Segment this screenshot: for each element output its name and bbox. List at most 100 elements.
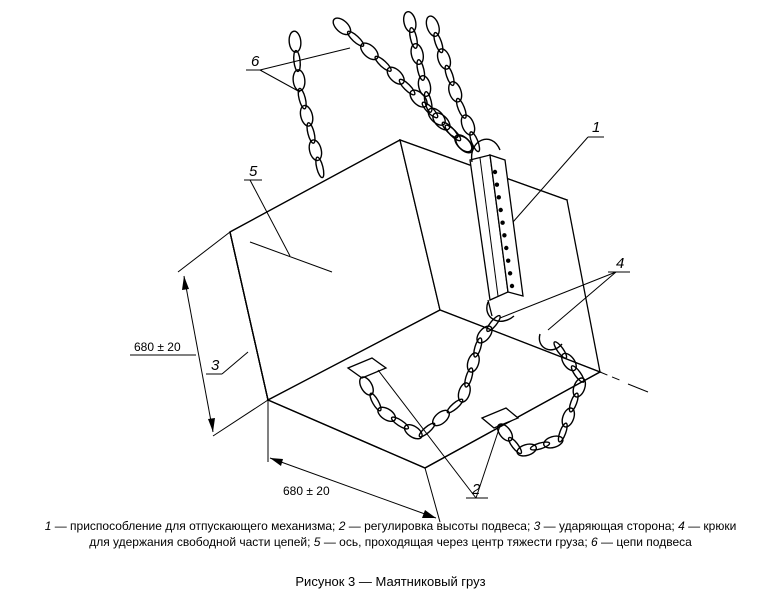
- chain-link: [457, 382, 471, 403]
- chain-link: [496, 423, 514, 442]
- legend-text: — регулировка высоты подвеса;: [345, 519, 534, 533]
- callout-5-leader: [249, 179, 291, 257]
- chain-link: [315, 156, 325, 179]
- chain-link: [464, 367, 474, 388]
- callout-3: 3: [211, 357, 220, 374]
- chain-link: [448, 80, 463, 103]
- bracket-hole: [506, 258, 511, 263]
- callout-6-leader-b: [259, 47, 351, 71]
- callout-4-leader-a: [499, 271, 617, 319]
- chain-link: [436, 48, 452, 70]
- callout-2-leader-a: [377, 369, 477, 499]
- bracket-hole: [494, 182, 500, 187]
- height-adjust-slot-right: [480, 407, 520, 429]
- chain-link: [432, 112, 451, 131]
- chain-link: [460, 114, 476, 136]
- gravity-axis-ext2: [627, 383, 649, 393]
- legend-line: 1 — приспособление для отпускающего меха…: [0, 518, 781, 534]
- bracket-hole: [492, 169, 498, 175]
- chain-link: [297, 87, 307, 110]
- chain-link: [292, 69, 306, 92]
- legend-number: 6: [591, 535, 598, 549]
- chain-link: [433, 31, 444, 54]
- chain-link: [516, 443, 538, 457]
- chain-link: [299, 104, 314, 127]
- callout-2: 2: [471, 481, 481, 498]
- chain-link: [561, 407, 576, 428]
- chain-link: [417, 74, 432, 98]
- chain-link: [390, 416, 410, 430]
- figure-title: Рисунок 3 — Маятниковый груз: [295, 574, 486, 589]
- legend-line: для удержания свободной части цепей; 5 —…: [0, 534, 781, 550]
- chain-link: [288, 30, 302, 53]
- chain-hook-right: [538, 333, 563, 351]
- chain-link: [568, 392, 579, 413]
- callout-1: 1: [592, 119, 600, 136]
- chain-link: [410, 42, 425, 66]
- chain-left: [288, 30, 325, 179]
- chain-link: [416, 59, 426, 81]
- chain-link: [570, 365, 585, 383]
- chain-link: [306, 122, 316, 144]
- chain-link: [359, 376, 374, 396]
- callout-3-leader: [221, 351, 249, 375]
- legend-text: — ось, проходящая через центр тяжести гр…: [320, 535, 591, 549]
- chain-link: [360, 42, 379, 61]
- chain-link: [308, 139, 323, 162]
- bracket-hole: [498, 207, 503, 213]
- bracket-hole: [502, 233, 507, 238]
- chain-link: [557, 422, 568, 443]
- callout-6-leader-a: [259, 69, 301, 93]
- legend-number: 1: [44, 519, 52, 533]
- chain-link: [427, 107, 446, 126]
- box-edge-bottom-left: [267, 399, 426, 469]
- legend-text: для удержания свободной части цепей;: [89, 535, 314, 549]
- bracket-hole: [504, 245, 509, 251]
- chain-free-a: [359, 314, 501, 440]
- legend-number: 4: [678, 519, 685, 533]
- bracket-hole: [496, 195, 501, 200]
- chain-link: [529, 441, 551, 451]
- chain-link: [408, 27, 419, 49]
- suspension-chains: [288, 10, 587, 457]
- callout-1-leader: [512, 136, 589, 223]
- chain-link: [386, 66, 405, 85]
- width-dimension-label: 680 ± 20: [283, 484, 330, 498]
- chain-link: [402, 10, 417, 34]
- chain-link: [374, 55, 392, 72]
- figure-legend: 1 — приспособление для отпускающего меха…: [0, 518, 781, 550]
- chain-link: [444, 64, 455, 87]
- chain-link: [486, 314, 501, 333]
- chain-link: [476, 325, 493, 344]
- callout-5: 5: [249, 163, 258, 180]
- chain-link: [469, 131, 481, 153]
- chain-link: [454, 134, 473, 153]
- gravity-axis-ext: [599, 371, 623, 382]
- callout-4-leader-b: [547, 271, 617, 331]
- chain-link: [446, 398, 464, 414]
- legend-text: — ударяющая сторона;: [540, 519, 679, 533]
- legend-text: — крюки: [684, 519, 737, 533]
- chain-link: [369, 392, 382, 412]
- legend-number: 5: [313, 535, 321, 549]
- bracket-hole: [509, 283, 515, 289]
- height-dimension-label: 680 ± 20: [134, 340, 181, 354]
- legend-text: — цепи подвеса: [597, 535, 692, 549]
- callout-2-leader-b: [475, 425, 501, 499]
- chain-free-b: [496, 341, 587, 457]
- chain-link: [425, 15, 440, 38]
- legend-text: — приспособление для отпускающего механи…: [51, 519, 339, 533]
- gravity-axis-line: [249, 241, 333, 273]
- chain-link: [455, 97, 467, 119]
- release-bracket: [469, 138, 524, 301]
- chain-link: [398, 78, 416, 96]
- height-dimension: [130, 231, 269, 437]
- bracket-hole: [507, 271, 513, 276]
- legend-number: 2: [338, 519, 346, 533]
- chain-right-b: [425, 15, 481, 153]
- chain-link: [441, 121, 459, 139]
- legend-number: 3: [533, 519, 541, 533]
- chain-right-a: [402, 10, 473, 153]
- callout-6: 6: [251, 53, 260, 70]
